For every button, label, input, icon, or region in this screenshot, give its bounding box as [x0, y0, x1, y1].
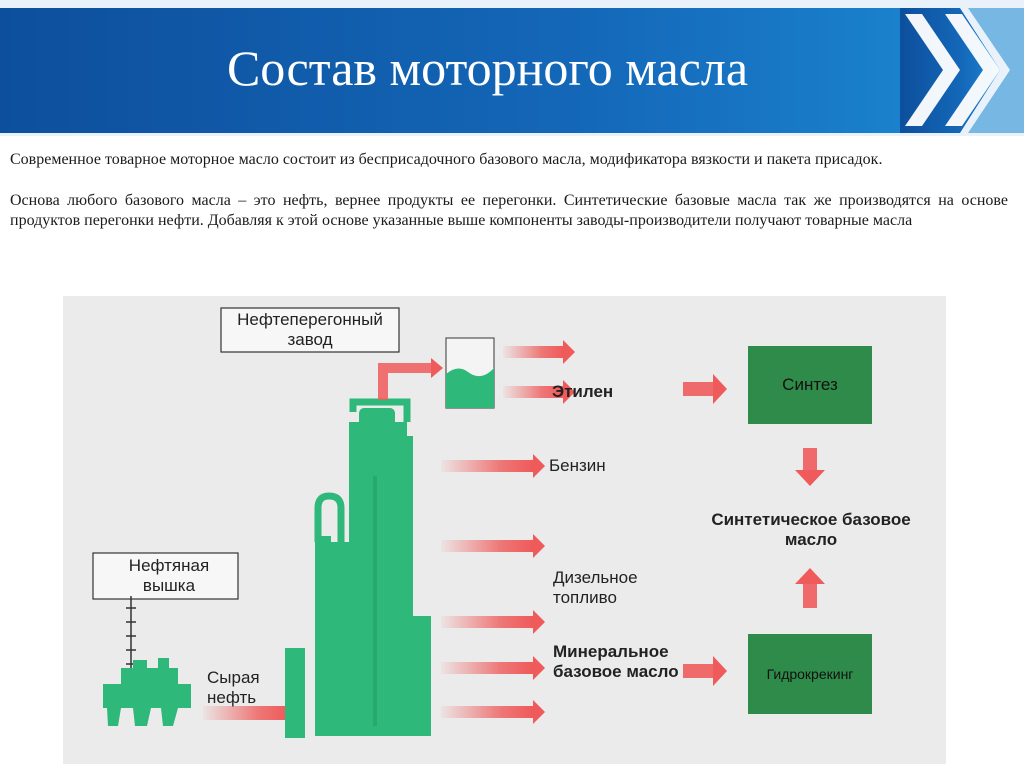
chevron-decoration-icon: [905, 8, 1024, 133]
tank-arrow-2: [503, 386, 563, 398]
page-title: Состав моторного масла: [226, 40, 749, 96]
ethylene-tank-icon: [445, 337, 495, 409]
ethylene-label: Этилен: [552, 382, 614, 401]
mineral-base-oil-label: Минеральное базовое масло: [553, 642, 679, 681]
refinery-label: Нефтеперегонный завод: [237, 310, 383, 349]
refinery-label-box: [220, 307, 400, 353]
synthesis-box: [748, 346, 872, 424]
hydrocracking-label: Гидрокрекинг: [766, 666, 854, 682]
gasoline-label: Бензин: [549, 456, 606, 475]
hydrocracking-box: [748, 634, 872, 714]
synthetic-base-oil-label: Синтетическое базовое масло: [711, 510, 911, 549]
synthesis-down-arrow: [803, 448, 817, 470]
distillation-column-icon: [285, 398, 431, 738]
crude-oil-arrow: [203, 706, 288, 720]
rig-label-box: [92, 552, 239, 600]
tank-arrow-1: [503, 346, 563, 358]
diesel-arrow: [441, 616, 533, 628]
paragraph-base-oil: Основа любого базового масла – это нефть…: [10, 191, 1008, 230]
crude-oil-label: Сырая нефть: [207, 668, 260, 707]
paragraph-composition: Современное товарное моторное масло сост…: [10, 151, 883, 168]
product-arrow-2: [441, 540, 533, 552]
gasoline-arrow: [441, 460, 533, 472]
oil-rig-icon: [103, 596, 191, 726]
header-background: [0, 0, 1024, 136]
synthesis-label: Синтез: [782, 375, 838, 394]
refining-diagram: Нефтеперегонный завод Нефтяная вышка Сыр…: [63, 296, 946, 764]
rig-label: Нефтяная вышка: [128, 556, 210, 595]
hydrocracking-up-arrow: [795, 568, 825, 584]
intro-text: Современное товарное моторное масло сост…: [10, 150, 1008, 232]
header-banner: Состав моторного масла: [0, 0, 1024, 136]
mineral-arrow: [441, 662, 533, 674]
ethylene-to-synthesis-arrow: [683, 382, 713, 396]
diesel-label: Дизельное топливо: [553, 568, 638, 607]
mineral-to-hydrocracking-arrow: [683, 664, 713, 678]
residue-arrow: [441, 706, 533, 718]
diagram-canvas: [63, 296, 946, 764]
